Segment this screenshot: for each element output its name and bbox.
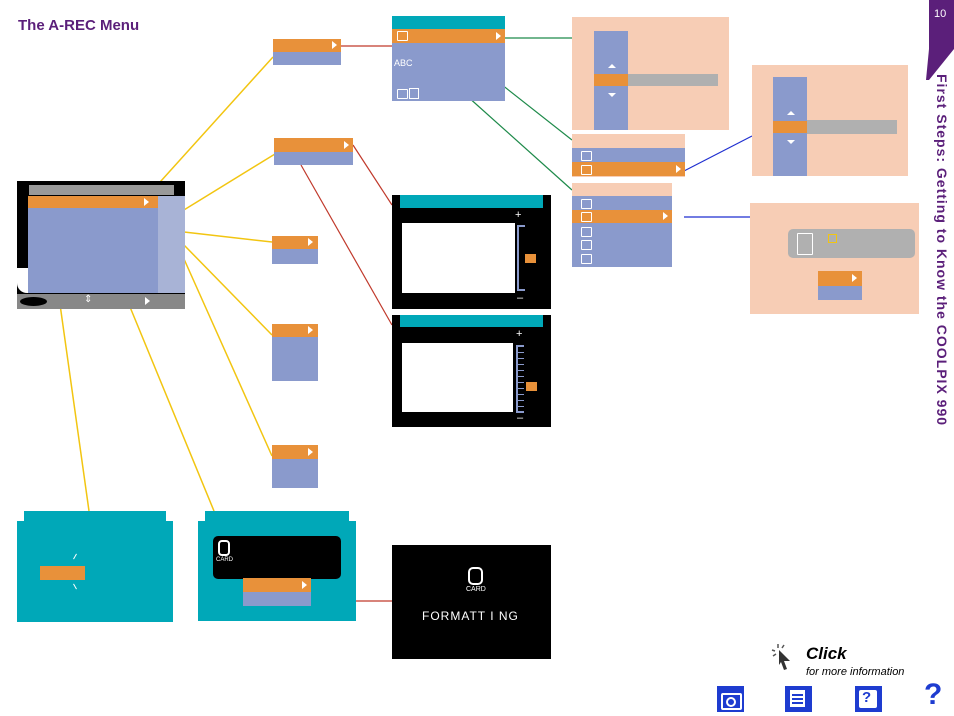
plus-label-2: + [516, 328, 523, 340]
card-icon [468, 567, 483, 585]
folders-menu: ABC [392, 16, 505, 101]
format-cancel-option[interactable] [243, 592, 311, 606]
formatting-screen: CARD FORMATT I NG [392, 545, 551, 659]
rename-field[interactable] [807, 120, 897, 134]
click-title: Click [806, 644, 847, 663]
brightness-option[interactable] [40, 566, 85, 580]
menu-corner [17, 268, 28, 293]
menu-button-icon[interactable] [20, 297, 47, 306]
rename-char-selector[interactable] [773, 77, 807, 176]
minus-label: – [517, 292, 524, 304]
char-selector[interactable] [594, 31, 628, 130]
format-card-screen: CARD [198, 511, 356, 621]
wb-preview-2 [402, 343, 513, 412]
side-banner-slant [926, 0, 954, 80]
wb-marker-1[interactable] [525, 254, 536, 263]
wb-scale-2 [516, 345, 524, 413]
rename-folder-panel [572, 134, 685, 177]
card-label: CARD [466, 586, 486, 593]
format-confirm-option[interactable] [243, 578, 311, 592]
folder-options-item[interactable] [392, 29, 505, 43]
index-icon[interactable]: ? [855, 686, 882, 712]
delete-folder-item[interactable] [572, 210, 672, 223]
submenu-image-quality[interactable] [273, 39, 341, 65]
wb-preview-1 [402, 223, 515, 293]
submenu-white-balance[interactable] [274, 138, 353, 165]
menu-scrollbar[interactable] [158, 196, 185, 293]
up-down-icon: ⇕ [84, 294, 93, 305]
page-number: 10 [934, 8, 947, 20]
card-label-small: CARD [216, 557, 234, 563]
click-subtitle: for more information [806, 666, 905, 678]
submenu-best-shot[interactable] [272, 445, 318, 488]
format-dialog: CARD [213, 536, 341, 579]
cursor-click-icon [770, 642, 792, 674]
minus-label-2: – [517, 412, 524, 424]
name-field[interactable] [628, 74, 718, 86]
menu-items-list[interactable] [28, 208, 158, 293]
delete-no-option[interactable] [818, 286, 862, 300]
rename-entry-panel [752, 65, 908, 176]
trash-folder-icon [409, 88, 419, 99]
rename-folder-item[interactable] [572, 162, 685, 176]
folders-list[interactable]: ABC [392, 43, 505, 101]
wb-marker-2[interactable] [526, 382, 537, 391]
delete-confirm-box [788, 229, 915, 258]
submenu-continuous[interactable] [272, 324, 318, 381]
formatting-text: FORMATT I NG [422, 609, 519, 623]
help-icon[interactable]: ? [924, 678, 943, 711]
abc-icon: ABC [394, 58, 413, 68]
side-title: First Steps: Getting to Know the COOLPIX… [934, 74, 950, 427]
contents-icon[interactable] [785, 686, 812, 712]
menu-footer-bar: ⇕ [17, 294, 185, 309]
submenu-metering[interactable] [272, 236, 318, 264]
trash-icon [797, 233, 813, 255]
delete-confirm-panel [750, 203, 919, 314]
new-folder-panel [572, 17, 729, 130]
delete-folder-panel [572, 183, 672, 267]
menu-item-selected[interactable] [28, 196, 158, 208]
page-title: The A-REC Menu [18, 17, 140, 34]
delete-yes-option[interactable] [818, 271, 862, 286]
camera-icon[interactable] [717, 686, 744, 712]
lcd-brightness-screen [17, 511, 173, 622]
plus-label: + [515, 209, 522, 221]
wb-screen-2: + – [392, 315, 551, 427]
folder-icon [828, 234, 837, 243]
arec-menu-screen: ⇕ [17, 181, 185, 309]
wb-scale-1 [517, 225, 525, 291]
menu-header-bar [29, 185, 174, 195]
card-icon-small [218, 540, 230, 556]
wb-screen-1: + – [392, 195, 551, 309]
